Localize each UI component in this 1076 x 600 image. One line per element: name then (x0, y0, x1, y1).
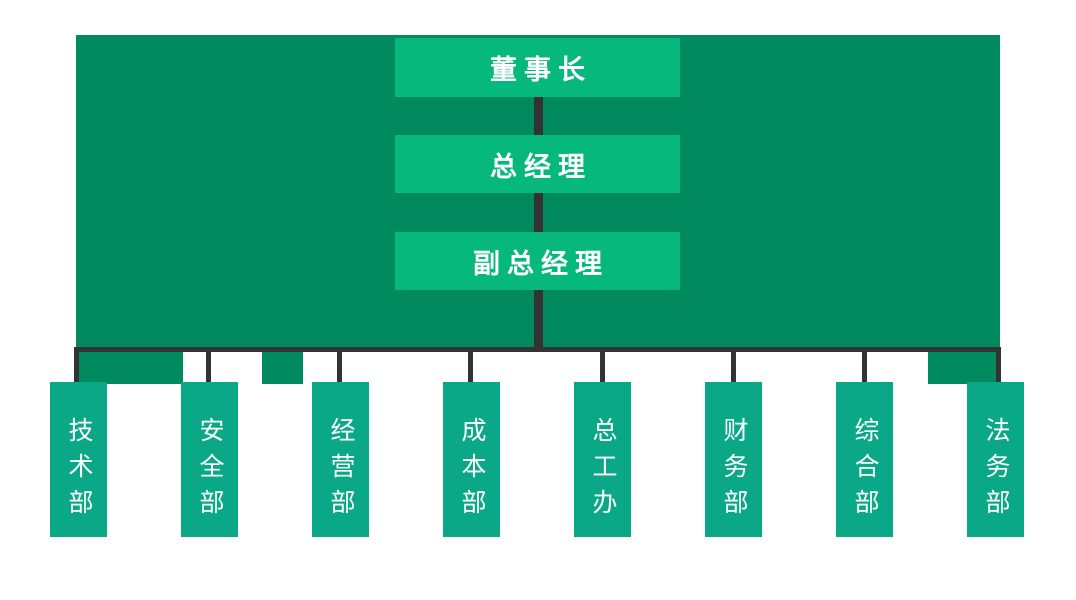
backdrop-extension-right (928, 352, 1000, 384)
drop-connector-cost (468, 347, 473, 387)
exec-box-general-manager[interactable]: 总经理 (395, 135, 680, 193)
dept-box-general-affairs[interactable]: 综合部 (836, 382, 893, 537)
connector-chairman-to-gm (534, 97, 543, 135)
connector-gm-to-dgm (534, 193, 543, 232)
dept-label-finance: 财务部 (720, 416, 748, 525)
dept-box-safety[interactable]: 安全部 (181, 382, 238, 537)
dept-label-operations: 经营部 (327, 416, 355, 525)
dept-label-technology: 技术部 (65, 416, 93, 525)
drop-connector-legal (996, 347, 1001, 387)
dept-box-operations[interactable]: 经营部 (312, 382, 369, 537)
drop-connector-general-affairs (862, 347, 867, 387)
drop-connector-safety (206, 347, 211, 387)
backdrop-extension-middle (262, 352, 303, 384)
dept-label-general-affairs: 综合部 (851, 416, 879, 525)
exec-label-chairman: 董事长 (490, 55, 592, 85)
drop-connector-finance (731, 347, 736, 387)
drop-connector-operations (337, 347, 342, 387)
exec-label-general-manager: 总经理 (490, 151, 592, 182)
drop-connector-technology (74, 347, 79, 387)
connector-dgm-to-bus (534, 290, 543, 347)
backdrop-extension-left (76, 352, 183, 384)
dept-box-cost[interactable]: 成本部 (443, 382, 500, 537)
exec-label-deputy-general-manager: 副总经理 (473, 248, 609, 279)
exec-box-deputy-general-manager[interactable]: 副总经理 (395, 232, 680, 290)
drop-connector-chief-engineer-office (600, 347, 605, 387)
exec-box-chairman[interactable]: 董事长 (395, 38, 680, 97)
dept-label-safety: 安全部 (196, 416, 224, 525)
dept-label-legal: 法务部 (982, 416, 1010, 525)
dept-label-cost: 成本部 (458, 416, 486, 525)
dept-box-finance[interactable]: 财务部 (705, 382, 762, 537)
dept-label-chief-engineer-office: 总工办 (589, 416, 617, 525)
dept-box-chief-engineer-office[interactable]: 总工办 (574, 382, 631, 537)
dept-box-technology[interactable]: 技术部 (50, 382, 107, 537)
horizontal-bus-line (74, 347, 1000, 352)
dept-box-legal[interactable]: 法务部 (967, 382, 1024, 537)
